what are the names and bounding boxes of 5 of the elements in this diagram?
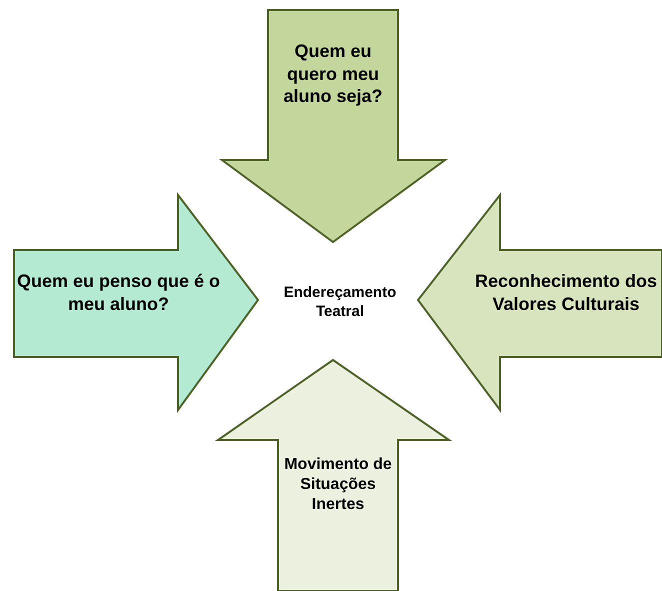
arrow-label: Movimento de Situações Inertes (283, 455, 393, 515)
arrow-label: Quem eu quero meu aluno seja? (282, 40, 384, 108)
arrow-label: Reconhecimento dos Valores Culturais (474, 270, 658, 315)
arrow-label: Quem eu penso que é o meu aluno? (16, 270, 221, 315)
center-label: Endereçamento Teatral (282, 284, 398, 322)
